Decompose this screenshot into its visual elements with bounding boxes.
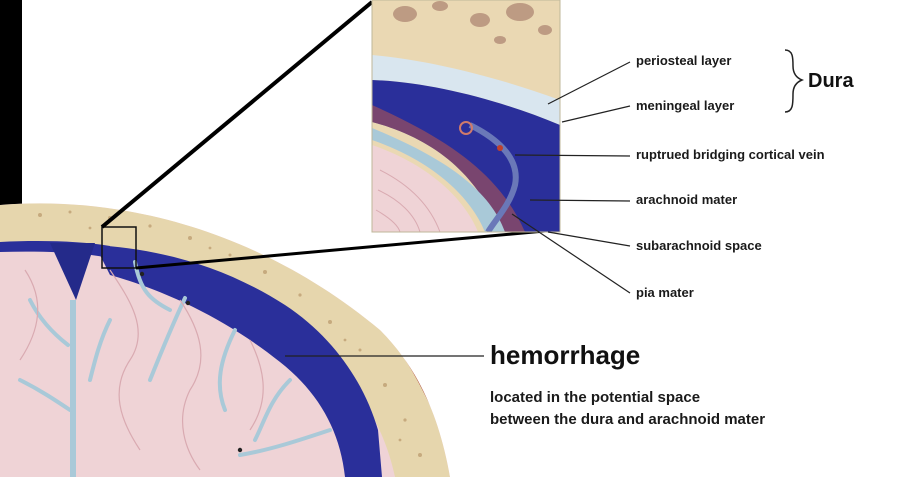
label-bridging-vein: ruptrued bridging cortical vein — [636, 147, 825, 163]
zoom-line-top — [102, 2, 372, 227]
dura-brace — [785, 50, 802, 112]
label-arachnoid-mater: arachnoid mater — [636, 192, 737, 208]
label-meningeal-layer: meningeal layer — [636, 98, 734, 114]
label-dura: Dura — [808, 69, 854, 93]
label-pia-mater: pia mater — [636, 285, 694, 301]
hemorrhage-caption-line1: located in the potential space — [490, 389, 700, 407]
label-periosteal-layer: periosteal layer — [636, 53, 731, 69]
label-subarachnoid-space: subarachnoid space — [636, 238, 762, 254]
hemorrhage-title: hemorrhage — [490, 340, 640, 370]
magnified-inset — [372, 0, 560, 232]
skull-cross-section — [0, 190, 460, 477]
hemorrhage-caption-line2: between the dura and arachnoid mater — [490, 411, 765, 429]
